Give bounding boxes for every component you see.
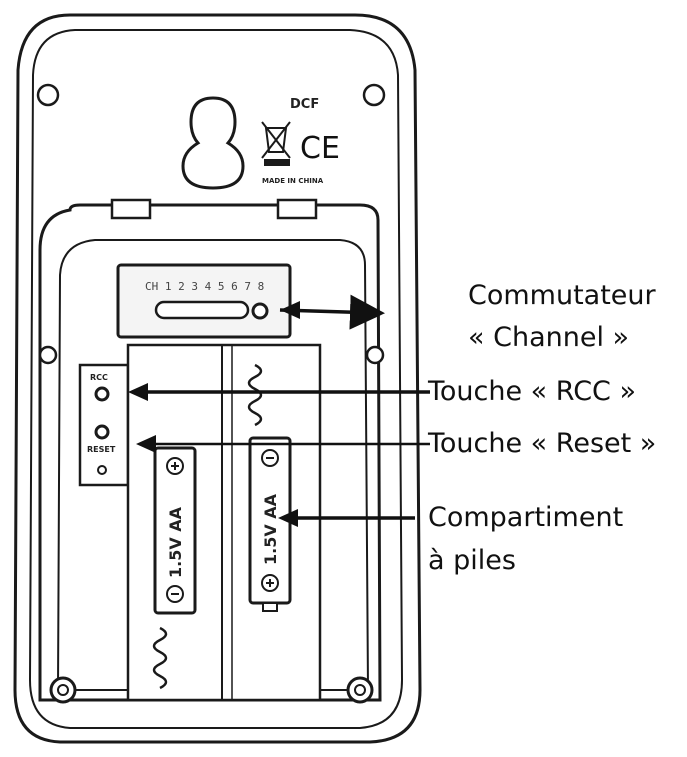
battery-1-minus-icon xyxy=(166,585,184,603)
battery-2-terminal xyxy=(262,602,278,612)
clip-right xyxy=(276,198,318,220)
panel-small-hole xyxy=(97,465,107,475)
battery-1-plus-icon xyxy=(166,457,184,475)
channel-switch-knob[interactable] xyxy=(251,302,269,320)
arrow-rcc-head xyxy=(128,383,148,401)
battery-1-label: 1.5V AA xyxy=(166,506,185,578)
weee-bin-icon xyxy=(261,121,291,166)
reset-button[interactable] xyxy=(94,424,110,440)
screw-bottom-right-inner xyxy=(354,684,366,696)
callout-channel-line2: « Channel » xyxy=(468,322,630,353)
battery-1 xyxy=(153,446,197,615)
arrow-channel-head xyxy=(280,301,300,319)
arrow-reset-head xyxy=(136,435,156,453)
housing-inner-edge xyxy=(28,29,404,729)
rcc-button[interactable] xyxy=(94,386,110,402)
battery-2-plus-icon xyxy=(261,574,279,592)
rcc-label: RCC xyxy=(90,373,108,382)
side-hole-left xyxy=(38,345,58,365)
spring-bottom-left-icon xyxy=(152,626,168,690)
callout-battery-line1: Compartiment xyxy=(428,502,624,533)
callout-battery-line2: à piles xyxy=(428,545,516,576)
callout-rcc: Touche « RCC » xyxy=(428,376,637,407)
screw-hole-top-right xyxy=(362,83,386,107)
keyhole-hanger-icon xyxy=(181,96,245,190)
reset-label: RESET xyxy=(87,445,116,454)
screw-hole-top-left xyxy=(36,83,60,107)
channel-switch-slot[interactable] xyxy=(154,300,250,320)
spring-top-right-icon xyxy=(247,363,263,427)
arrow-battery-head xyxy=(278,509,298,527)
battery-2-minus-icon xyxy=(261,449,279,467)
callout-channel-line1: Commutateur xyxy=(468,280,656,311)
ce-mark: CE xyxy=(300,131,340,166)
clip-left xyxy=(110,198,152,220)
channel-digits: CH 1 2 3 4 5 6 7 8 xyxy=(145,280,264,293)
dcf-mark: DCF xyxy=(290,97,319,112)
callout-reset: Touche « Reset » xyxy=(428,428,657,459)
side-hole-right xyxy=(365,345,385,365)
battery-2-label: 1.5V AA xyxy=(261,493,280,565)
made-in-label: MADE IN CHINA xyxy=(262,177,324,185)
screw-bottom-left-inner xyxy=(57,684,69,696)
